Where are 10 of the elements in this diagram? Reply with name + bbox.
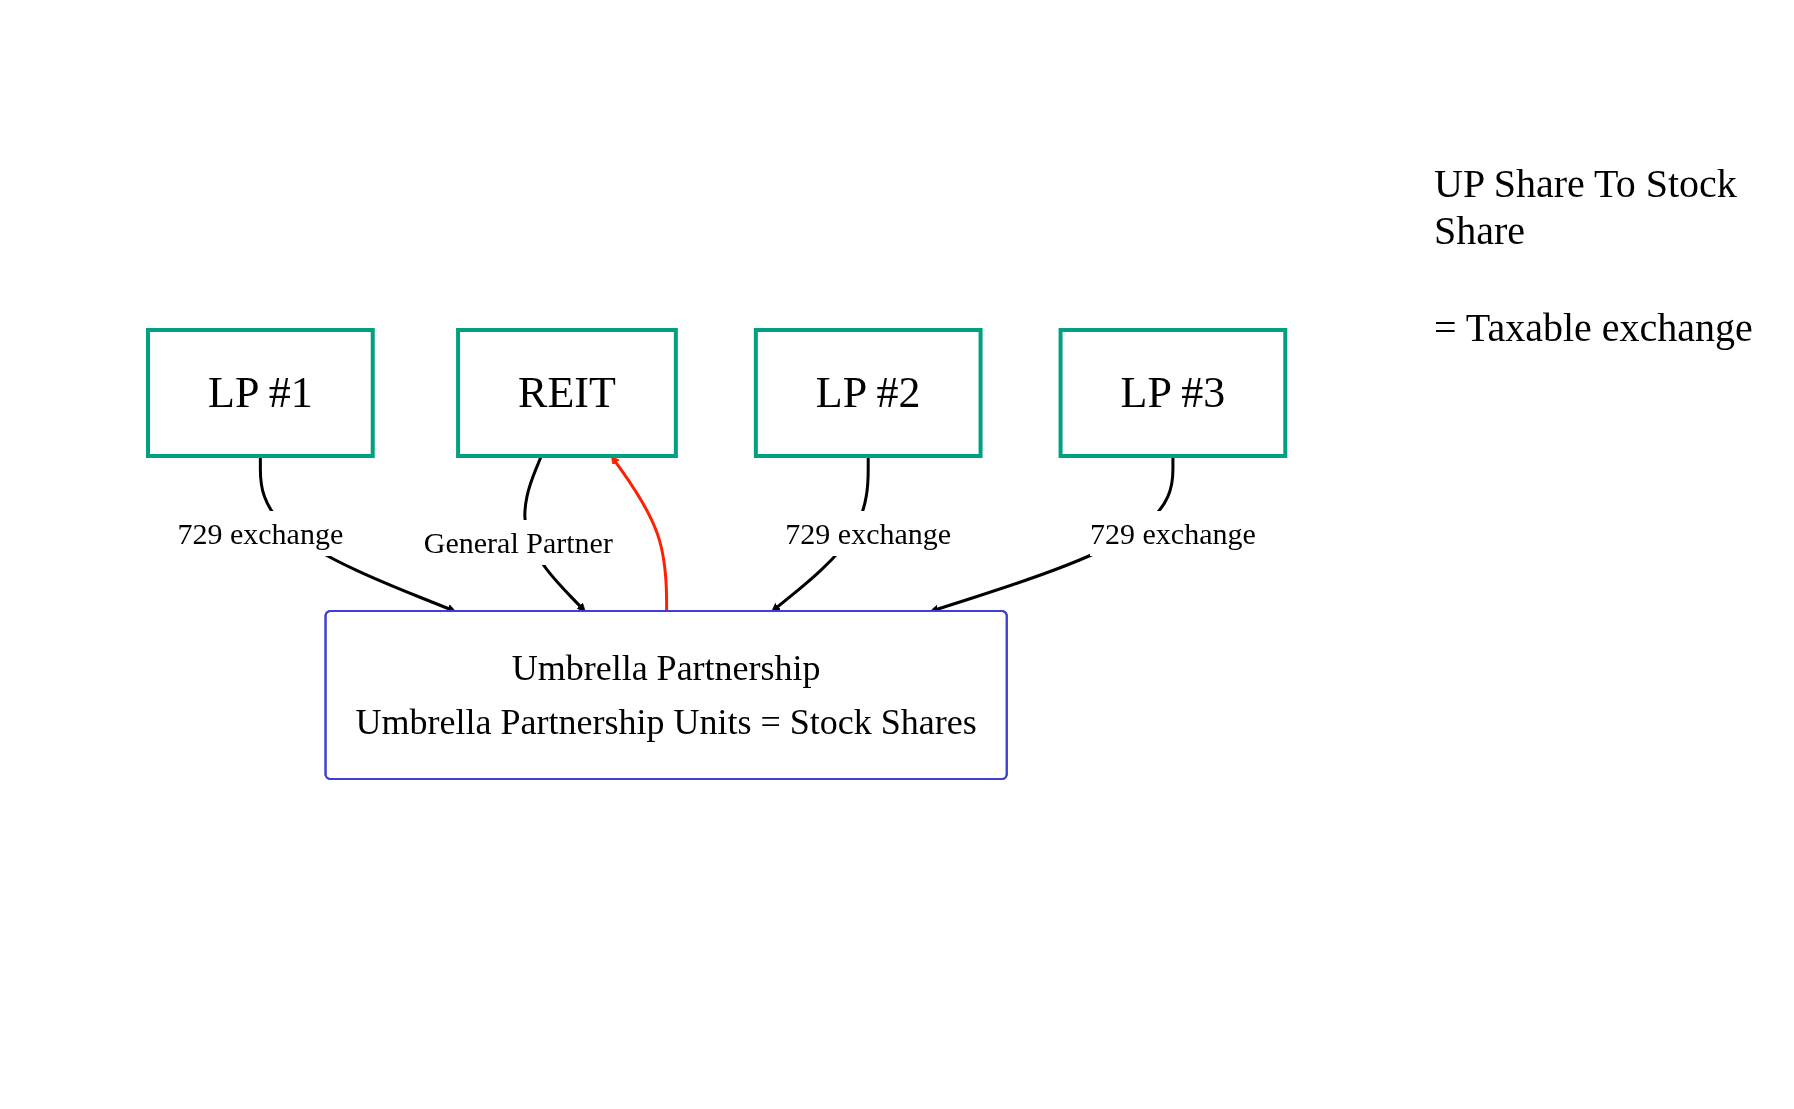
node-box: REIT bbox=[456, 328, 679, 458]
note-text: UP Share To Stock Share bbox=[1434, 160, 1738, 254]
node-box: LP #3 bbox=[1058, 328, 1288, 458]
node-box: LP #1 bbox=[146, 328, 376, 458]
edge-label: General Partner bbox=[424, 525, 614, 559]
edge-label: 729 exchange bbox=[177, 517, 344, 550]
node-box: LP #2 bbox=[754, 328, 983, 458]
edge-label: 729 exchange bbox=[785, 517, 952, 550]
note-text: = Taxable exchange bbox=[1434, 304, 1754, 351]
edge-label: 729 exchange bbox=[1090, 517, 1257, 550]
